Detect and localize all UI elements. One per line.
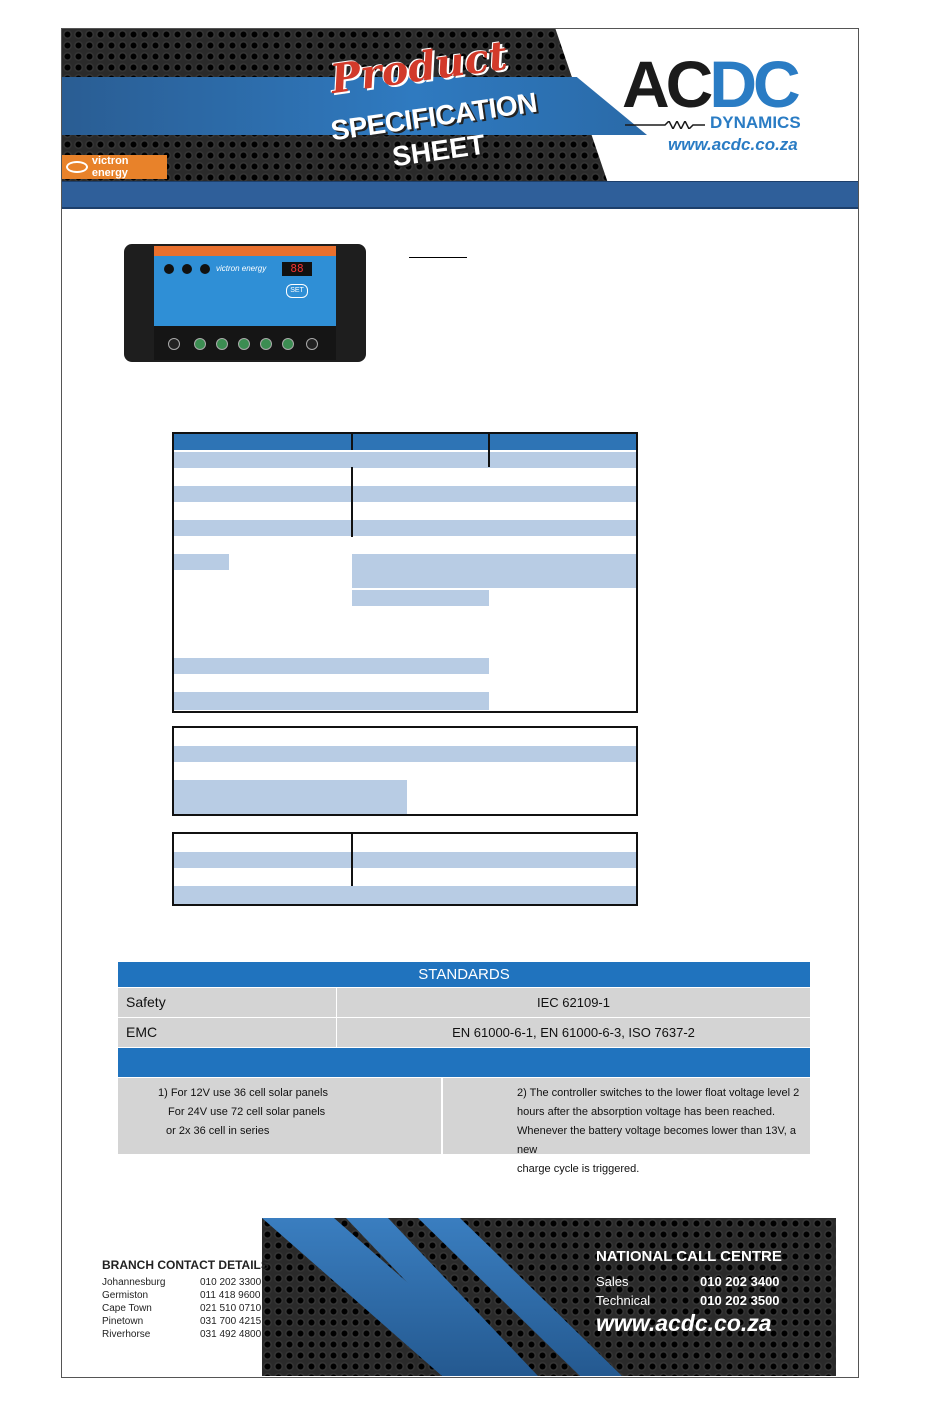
column-divider bbox=[351, 834, 353, 886]
branch-phone: 021 510 0710 bbox=[200, 1303, 262, 1314]
branch-city: Johannesburg bbox=[102, 1277, 166, 1288]
branch-title: BRANCH CONTACT DETAILS bbox=[102, 1258, 269, 1272]
table-row bbox=[174, 658, 489, 674]
branch-phone: 010 202 3300 bbox=[200, 1277, 262, 1288]
branch-city: Cape Town bbox=[102, 1303, 152, 1314]
device-terminals bbox=[154, 326, 336, 360]
sales-contact: Sales 010 202 3400 bbox=[596, 1274, 780, 1289]
note-2-line: charge cycle is triggered. bbox=[517, 1163, 640, 1175]
standards-title: STANDARDS bbox=[118, 962, 810, 987]
technical-contact: Technical 010 202 3500 bbox=[596, 1293, 780, 1308]
device-top-strip bbox=[154, 246, 336, 256]
standard-label: EMC bbox=[118, 1018, 337, 1047]
sales-label: Sales bbox=[596, 1274, 629, 1289]
logo-dc: DC bbox=[709, 47, 800, 121]
table-row bbox=[174, 886, 636, 904]
branch-row: Johannesburg 010 202 3300 bbox=[102, 1276, 269, 1289]
branch-city: Pinetown bbox=[102, 1316, 144, 1327]
table-row bbox=[174, 452, 636, 468]
screw-icon bbox=[260, 338, 272, 350]
screw-icon bbox=[282, 338, 294, 350]
note-1-line: 1) For 12V use 36 cell solar panels bbox=[158, 1087, 328, 1099]
victron-logo: victron energy bbox=[62, 155, 167, 179]
branch-phone: 011 418 9600 bbox=[200, 1290, 261, 1301]
table-row bbox=[352, 590, 489, 606]
victron-logo-text: victron energy bbox=[91, 155, 129, 179]
sales-number: 010 202 3400 bbox=[700, 1274, 780, 1289]
branch-row: Riverhorse 031 492 4800 bbox=[102, 1328, 269, 1341]
logo-ac: AC bbox=[622, 47, 713, 121]
resistor-wave-icon bbox=[625, 121, 705, 129]
header-blue-band bbox=[62, 77, 647, 135]
device-display: 88 bbox=[282, 262, 312, 276]
standards-table: STANDARDS Safety IEC 62109-1 EMC EN 6100… bbox=[118, 962, 810, 1175]
branch-phone: 031 492 4800 bbox=[200, 1329, 262, 1340]
screw-icon bbox=[306, 338, 318, 350]
acdc-logo: ACDC bbox=[622, 51, 801, 117]
standard-value: EN 61000-6-1, EN 61000-6-3, ISO 7637-2 bbox=[452, 1025, 695, 1040]
screw-icon bbox=[216, 338, 228, 350]
device-brand: victron energy bbox=[216, 264, 267, 273]
table-row bbox=[174, 486, 636, 502]
screw-icon bbox=[238, 338, 250, 350]
table-row bbox=[174, 852, 636, 868]
logo-url: www.acdc.co.za bbox=[668, 135, 798, 154]
section-title-bar bbox=[62, 181, 858, 209]
note-2: 2) The controller switches to the lower … bbox=[443, 1078, 810, 1175]
branch-city: Riverhorse bbox=[102, 1329, 151, 1340]
table-row bbox=[174, 520, 636, 536]
table-row bbox=[174, 692, 489, 710]
table-row: EMC EN 61000-6-1, EN 61000-6-3, ISO 7637… bbox=[118, 1017, 810, 1047]
call-centre-title: NATIONAL CALL CENTRE bbox=[596, 1248, 782, 1265]
heading-underline bbox=[409, 257, 467, 258]
device-front-panel: victron energy 88 SET bbox=[154, 256, 336, 326]
device-set-button: SET bbox=[286, 284, 308, 298]
standard-label: Safety bbox=[118, 988, 337, 1017]
branch-row: Pinetown 031 700 4215 bbox=[102, 1315, 269, 1328]
note-1-line: or 2x 36 cell in series bbox=[166, 1125, 270, 1137]
screw-icon bbox=[194, 338, 206, 350]
column-divider bbox=[351, 467, 353, 537]
branch-row: Germiston 011 418 9600 bbox=[102, 1289, 269, 1302]
notes-header-bar bbox=[118, 1047, 810, 1077]
table-row bbox=[352, 554, 636, 588]
led-icon bbox=[200, 264, 210, 274]
spec-table-electrical bbox=[172, 432, 638, 713]
footer-banner bbox=[262, 1218, 836, 1376]
screw-icon bbox=[168, 338, 180, 350]
branch-contacts: BRANCH CONTACT DETAILS Johannesburg 010 2… bbox=[102, 1258, 269, 1341]
spec-table-enclosure bbox=[172, 832, 638, 906]
table-row bbox=[174, 780, 407, 814]
technical-label: Technical bbox=[596, 1293, 651, 1308]
note-2-line: Whenever the battery voltage becomes low… bbox=[517, 1125, 797, 1156]
led-icon bbox=[182, 264, 192, 274]
footer-url: www.acdc.co.za bbox=[596, 1310, 772, 1336]
table-header-row bbox=[174, 434, 636, 450]
note-2-line: 2) The controller switches to the lower … bbox=[517, 1087, 800, 1099]
technical-number: 010 202 3500 bbox=[700, 1293, 780, 1308]
column-divider bbox=[488, 434, 490, 467]
table-row bbox=[174, 554, 229, 570]
spec-table-general bbox=[172, 726, 638, 816]
note-1-line: For 24V use 72 cell solar panels bbox=[168, 1106, 326, 1118]
standard-value: IEC 62109-1 bbox=[537, 995, 610, 1010]
table-row: Safety IEC 62109-1 bbox=[118, 987, 810, 1017]
note-1: 1) For 12V use 36 cell solar panels For … bbox=[118, 1078, 443, 1154]
branch-phone: 031 700 4215 bbox=[200, 1316, 262, 1327]
victron-ring-icon bbox=[66, 161, 88, 173]
notes-row: 1) For 12V use 36 cell solar panels For … bbox=[118, 1077, 810, 1175]
product-image: victron energy 88 SET bbox=[124, 240, 366, 366]
header-banner: Product SPECIFICATION SHEET victron ener… bbox=[62, 29, 858, 181]
branch-row: Cape Town 021 510 0710 bbox=[102, 1302, 269, 1315]
column-divider bbox=[351, 434, 353, 450]
logo-dynamics: DYNAMICS bbox=[710, 113, 801, 132]
led-icon bbox=[164, 264, 174, 274]
branch-city: Germiston bbox=[102, 1290, 149, 1301]
table-row bbox=[174, 746, 636, 762]
note-2-line: hours after the absorption voltage has b… bbox=[517, 1106, 776, 1118]
